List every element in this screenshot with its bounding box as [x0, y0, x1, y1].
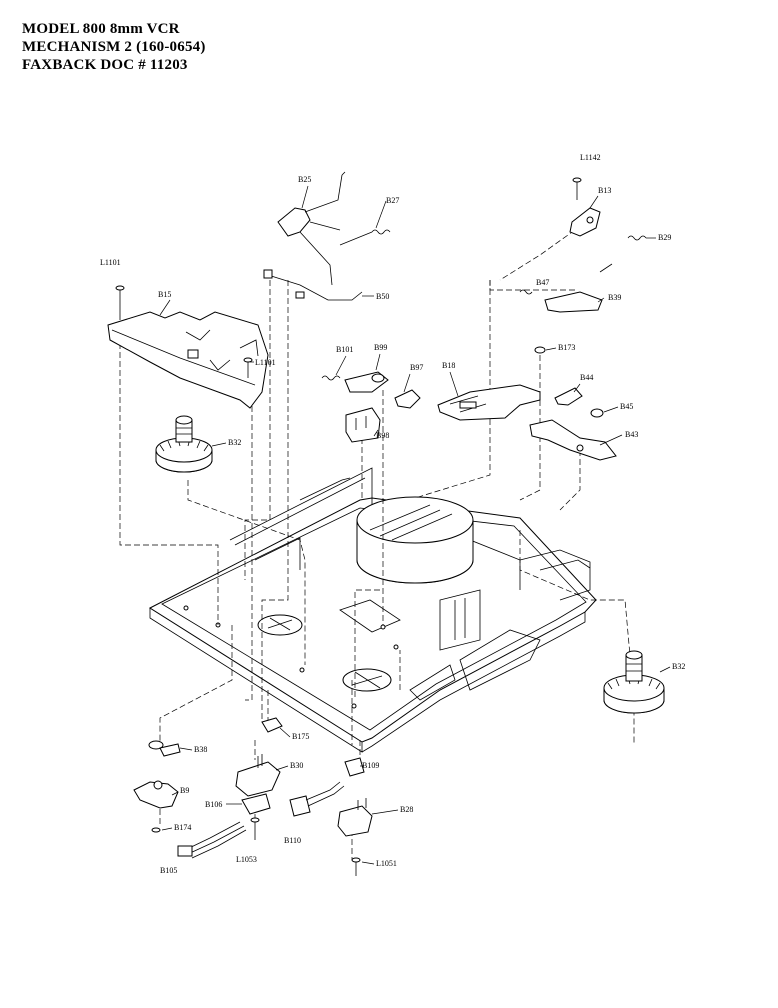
part-b43-lever — [529, 419, 617, 461]
head-drum — [356, 496, 474, 584]
label-b106: B106 — [205, 800, 222, 809]
label-l1101-mid: L1101 — [255, 358, 276, 367]
part-b109-switch — [344, 757, 365, 777]
label-b50: B50 — [376, 292, 389, 301]
label-l1142: L1142 — [580, 153, 601, 162]
mechanism-title: MECHANISM 2 (160-0654) — [22, 39, 206, 55]
part-b50-wire — [263, 269, 363, 301]
label-b38: B38 — [194, 745, 207, 754]
label-b18: B18 — [442, 361, 455, 370]
label-b173: B173 — [558, 343, 575, 352]
part-b25-arm — [277, 171, 346, 286]
part-b44-bracket — [554, 387, 583, 406]
label-b9: B9 — [180, 786, 189, 795]
part-labels: B25 B27 B50 L1142 B13 B29 B47 B39 L1101 … — [100, 153, 685, 875]
part-b13-bracket — [569, 207, 601, 237]
part-b106-connector — [241, 793, 271, 815]
faxback-doc-number: FAXBACK DOC # 11203 — [22, 57, 188, 73]
label-b98: B98 — [376, 431, 389, 440]
label-b109: B109 — [362, 761, 379, 770]
left-reel-table — [257, 614, 303, 636]
part-b45-washer — [590, 408, 604, 418]
part-b38-clip — [148, 740, 181, 757]
part-b39-arm — [544, 263, 613, 313]
label-lead-lines — [159, 185, 671, 865]
label-b13: B13 — [598, 186, 611, 195]
leader-lines — [119, 229, 635, 860]
part-b30-sensor — [235, 754, 281, 797]
part-b110-connector — [289, 781, 345, 817]
part-b173-washer — [534, 346, 546, 354]
label-b15: B15 — [158, 290, 171, 299]
label-l1101-top: L1101 — [100, 258, 121, 267]
label-b105: B105 — [160, 866, 177, 875]
label-l1053: L1053 — [236, 855, 257, 864]
label-b27: B27 — [386, 196, 399, 205]
part-l1142-screw — [572, 177, 582, 200]
document-header: MODEL 800 8mm VCR MECHANISM 2 (160-0654)… — [22, 20, 206, 74]
part-l1101-screw-top — [115, 285, 125, 320]
label-b43: B43 — [625, 430, 638, 439]
label-b32-right: B32 — [672, 662, 685, 671]
part-b9-arm — [133, 780, 179, 809]
label-b25: B25 — [298, 175, 311, 184]
part-b29-spring — [627, 235, 647, 241]
label-b44: B44 — [580, 373, 593, 382]
part-b97-bracket — [394, 389, 421, 409]
label-b99: B99 — [374, 343, 387, 352]
label-b97: B97 — [410, 363, 423, 372]
part-b15-plate — [107, 311, 269, 409]
label-b39: B39 — [608, 293, 621, 302]
part-l1053-screw — [250, 817, 260, 840]
part-b28-bracket — [337, 798, 373, 837]
part-b174-washer — [151, 827, 161, 833]
part-b27-spring — [339, 229, 391, 246]
label-b110: B110 — [284, 836, 301, 845]
label-b30: B30 — [290, 761, 303, 770]
part-b32-gear-left — [155, 415, 213, 473]
part-b175-block — [261, 717, 283, 733]
main-chassis — [148, 467, 597, 753]
part-b101-spring — [321, 375, 341, 381]
label-b101: B101 — [336, 345, 353, 354]
part-l1101-screw-mid — [243, 357, 253, 378]
label-b47: B47 — [536, 278, 549, 287]
label-l1051: L1051 — [376, 859, 397, 868]
label-b45: B45 — [620, 402, 633, 411]
label-b175: B175 — [292, 732, 309, 741]
model-title: MODEL 800 8mm VCR — [22, 21, 180, 37]
part-l1051-screw — [351, 857, 361, 876]
label-b28: B28 — [400, 805, 413, 814]
part-b32-gear-right — [603, 650, 665, 714]
label-b29: B29 — [658, 233, 671, 242]
label-b32-left: B32 — [228, 438, 241, 447]
part-b105-cable — [177, 821, 247, 859]
label-b174: B174 — [174, 823, 191, 832]
part-b18-slide — [437, 384, 541, 421]
part-b47-spring — [519, 289, 533, 295]
part-b98-arm — [345, 407, 381, 443]
right-reel-table — [342, 668, 392, 692]
part-b99-lever — [344, 371, 389, 393]
